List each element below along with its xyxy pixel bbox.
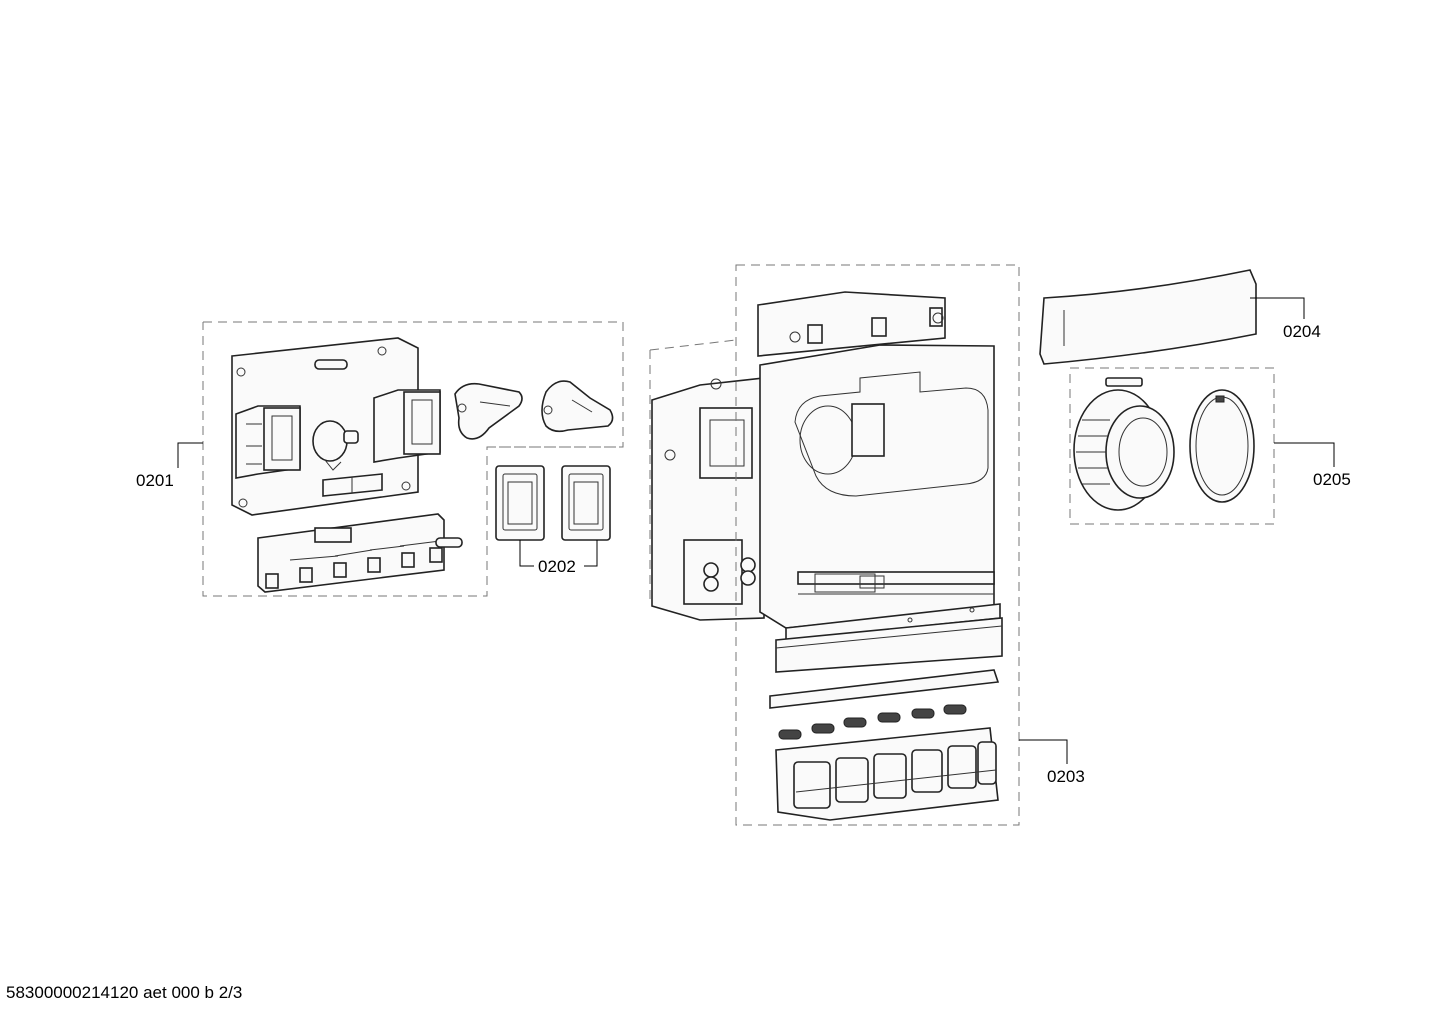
key-bar-part — [775, 727, 999, 821]
trim-strip-middle — [775, 617, 1003, 673]
push-button-left — [495, 465, 545, 541]
push-button-right — [561, 465, 611, 541]
callout-0201: 0201 — [136, 471, 174, 490]
rotary-knob-right — [541, 380, 614, 433]
leader-line-0202b — [584, 540, 598, 567]
callout-0202: 0202 — [538, 557, 576, 576]
leader-line-0204 — [1250, 297, 1305, 319]
callout-0205: 0205 — [1313, 470, 1351, 489]
circuit-board-part — [231, 337, 441, 516]
callout-0203: 0203 — [1047, 767, 1085, 786]
cover-strip-part — [1039, 269, 1257, 365]
drawing-code: 58300000214120 aet 000 b 2/3 — [6, 983, 243, 1002]
dial-ring-part — [1189, 389, 1255, 503]
rotary-dial-part — [1073, 377, 1175, 511]
spring-row — [778, 704, 967, 740]
leader-line-0203 — [1019, 739, 1068, 764]
switch-strip-part — [257, 513, 463, 593]
rotary-knob-left — [454, 382, 523, 440]
leader-line-0202 — [519, 540, 534, 567]
callout-0204: 0204 — [1283, 322, 1321, 341]
trim-strip-lower — [769, 669, 1000, 709]
front-panel-part — [757, 291, 995, 629]
group-outline-0203 — [735, 264, 1020, 826]
housing-frame — [649, 339, 765, 621]
leader-line-0201 — [177, 442, 203, 468]
leader-line-0205 — [1274, 442, 1335, 467]
